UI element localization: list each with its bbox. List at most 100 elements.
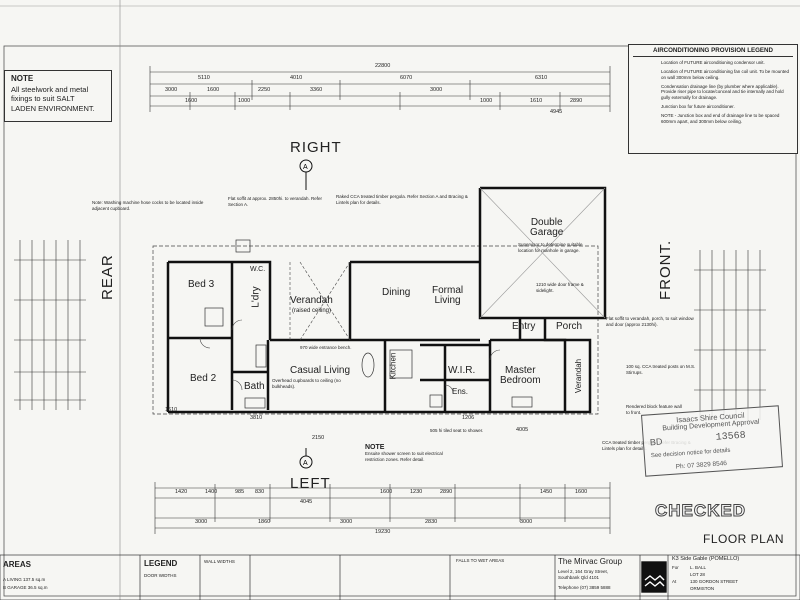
room-wc: W.C. <box>250 266 266 273</box>
annotation-raked-pergola: Raked CCA treated timber pergola. Refer … <box>336 194 468 205</box>
for-label: For <box>672 565 679 570</box>
aircon-legend-item-4: Junction box for future airconditioner. <box>661 104 735 110</box>
dim-r3-6: 1000 <box>480 98 493 104</box>
room-porch: Porch <box>556 321 583 332</box>
steelwork-note-line-3: LADEN ENVIRONMENT. <box>11 103 95 113</box>
room-casual-living: Casual Living <box>290 365 351 376</box>
area-living: A LIVING 137.5 sq.m <box>3 577 46 582</box>
dim-b1-5: 4045 <box>300 499 313 505</box>
steelwork-note: NOTE All steelwork and metal fixings to … <box>4 70 112 122</box>
annotation-porch-soffit: Flat soffit to verandah, porch, to suit … <box>606 316 694 327</box>
at-label: At <box>672 579 677 584</box>
steelwork-note-line-2: fixings to suit SALT <box>11 94 75 104</box>
dim-top-4: 6310 <box>535 75 548 81</box>
legend-heading: LEGEND <box>144 559 178 568</box>
dim-b2-2: 1860 <box>258 519 271 525</box>
dim-r4-2: 1000 <box>238 98 251 104</box>
dim-top-2: 4010 <box>290 75 303 81</box>
client-name: L. BALL <box>690 565 707 570</box>
stamp-bd: BD <box>649 436 663 448</box>
ensuite-note-line-2: restriction zones. Refer detail. <box>365 456 425 462</box>
company-address-1: Level 2, 164 Gray Street, <box>558 569 609 574</box>
company-address-2: Southbank Qld 4101 <box>558 575 600 580</box>
dim-b1-10: 1600 <box>575 489 588 495</box>
stamp-phone: Ph: 07 3829 8546 <box>675 460 728 471</box>
dim-r3-4: 3360 <box>310 87 323 93</box>
dim-b2-1: 3000 <box>195 519 208 525</box>
aircon-legend-item-5: NOTE - Junction box and end of drainage … <box>661 112 780 124</box>
mirvac-logo <box>641 561 667 593</box>
room-double-garage: Double Garage <box>530 217 564 238</box>
dim-overall-top: 22800 <box>375 63 391 69</box>
council-approval-stamp: Isaacs Shire Council Building Developmen… <box>641 405 783 477</box>
dim-r4-1: 1600 <box>185 98 198 104</box>
dim-b1-2: 1400 <box>205 489 218 495</box>
dim-r3-5: 3000 <box>430 87 443 93</box>
dim-r3-3: 2250 <box>258 87 271 93</box>
dim-b1-4: 830 <box>255 489 265 495</box>
aircon-legend: AIRCONDITIONING PROVISION LEGEND Locatio… <box>628 44 798 154</box>
dim-mid-3: 2150 <box>312 435 325 441</box>
steelwork-note-line-1: All steelwork and metal <box>11 85 89 94</box>
door-widths-label: DOOR WIDTHS <box>144 573 177 578</box>
annotation-overhead-cupboards: Overhead cupboards to ceiling (no bulkhe… <box>272 378 341 389</box>
aircon-legend-item-1: Location of FUTURE airconditioning conde… <box>661 60 765 65</box>
room-ensuite: Ens. <box>452 387 469 396</box>
checked-stamp: CHECKED <box>654 501 747 520</box>
site-suburb: ORMISTON <box>690 586 715 591</box>
room-verandah: Verandah <box>290 295 333 306</box>
dim-mid-2: 3810 <box>250 415 263 421</box>
section-marker-a-bottom: A <box>303 460 308 467</box>
dim-overall-bottom: 19230 <box>375 529 391 535</box>
dim-b1-7: 1230 <box>410 489 423 495</box>
section-marker-a-top: A <box>303 164 308 171</box>
dim-b1-9: 1450 <box>540 489 553 495</box>
aircon-legend-item-3: Condensation drainage line (by plumber w… <box>661 83 784 101</box>
dim-mid-1: 1610 <box>165 407 178 413</box>
room-verandah-front: Verandah <box>574 358 584 394</box>
dim-b2-4: 2830 <box>425 519 438 525</box>
room-verandah-sub: (raised ceiling) <box>292 308 332 314</box>
area-garage: B GARAGE 36.5 sq.m <box>3 585 48 590</box>
aircon-legend-item-2: Location of FUTURE airconditioning fan c… <box>661 68 789 80</box>
dim-mid-4: 1206 <box>462 415 475 421</box>
company-phone: Telephone (07) 3859 5888 <box>558 585 611 590</box>
room-bed-2: Bed 2 <box>190 373 217 384</box>
room-dining: Dining <box>382 287 411 298</box>
room-bath: Bath <box>244 381 265 392</box>
annotation-posts: 100 sq. CCA treated posts on M.S. Stirru… <box>626 364 696 375</box>
annotation-tiled-seat: 505 hi tiled seat to shower. <box>430 428 484 433</box>
dim-b1-3: 985 <box>235 489 245 495</box>
dim-r3-1: 3000 <box>165 87 178 93</box>
room-formal-living: Formal Living <box>432 285 464 306</box>
dim-r3-8: 2890 <box>570 98 583 104</box>
dim-b1-6: 1600 <box>380 489 393 495</box>
ensuite-note-line-1: Ensuite shower screen to suit electrical <box>365 451 443 456</box>
annotation-flat-soffit: Flat soffit at approx. 2850hi. to verand… <box>228 196 322 207</box>
room-bed-3: Bed 3 <box>188 279 215 290</box>
steelwork-note-title: NOTE <box>11 74 34 83</box>
floor-plan-title: FLOOR PLAN <box>703 532 785 546</box>
dim-r3-7: 1610 <box>530 98 543 104</box>
room-laundry: L'dry <box>250 286 262 308</box>
ensuite-note-title: NOTE <box>365 444 385 451</box>
dim-top-1: 5110 <box>198 75 210 81</box>
stamp-number: 13568 <box>715 430 747 444</box>
room-entry: Entry <box>512 321 536 332</box>
orientation-front: FRONT. <box>657 239 674 300</box>
room-master-bedroom: Master Bedroom <box>500 365 541 386</box>
stamp-see-decision: See decision notice for details <box>650 447 731 460</box>
annotation-door-frame: 1210 wide door frame & sidelight. <box>536 282 584 293</box>
dim-b2-3: 3000 <box>340 519 353 525</box>
dim-r3-2: 1600 <box>207 87 220 93</box>
falls-label: FALLS TO WET AREAS <box>456 558 505 563</box>
wall-widths-label: WALL WIDTHS <box>204 559 235 564</box>
dim-b1-8: 2890 <box>440 489 453 495</box>
room-kitchen: Kitchen <box>388 352 398 380</box>
site-street: 130 GORDON STREET <box>690 579 739 584</box>
orientation-rear: REAR <box>99 254 116 300</box>
dim-mid-5: 4005 <box>516 427 529 433</box>
ensuite-note: NOTE Ensuite shower screen to suit elect… <box>365 444 443 463</box>
